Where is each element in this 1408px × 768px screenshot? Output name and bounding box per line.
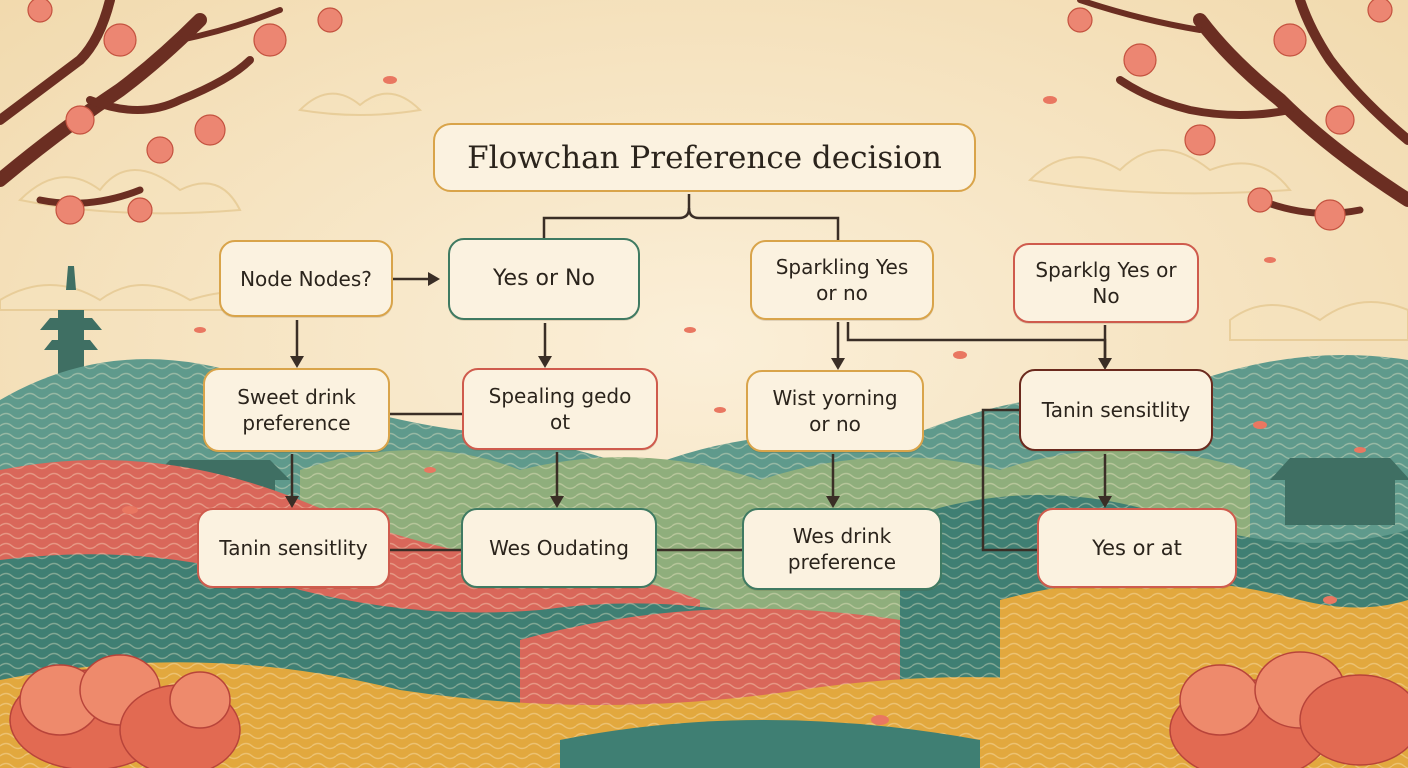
node-node-nodes: Node Nodes?: [219, 240, 393, 317]
node-tanin-sensitlity-right: Tanin sensitlity: [1019, 369, 1213, 451]
node-wes-oudating: Wes Oudating: [461, 508, 657, 588]
peony-flower-right: [1169, 651, 1408, 768]
diagram-title-box: Flowchan Preference decision: [433, 123, 976, 192]
diagram-title: Flowchan Preference decision: [467, 139, 942, 176]
node-spealing-gedo-ot: Spealing gedo ot: [462, 368, 658, 450]
cherry-blossoms: [27, 0, 1393, 231]
cherry-branch-right: [1077, 0, 1408, 217]
node-yes-or-no: Yes or No: [448, 238, 640, 320]
cherry-branch-left: [0, 0, 283, 207]
node-tanin-sensitlity-left: Tanin sensitlity: [197, 508, 390, 588]
flow-connectors: [290, 194, 1107, 552]
hill-teal-front: [560, 720, 980, 768]
peony-flower-left: [9, 654, 241, 768]
node-sparklg-yes-or-no: Sparklg Yes or No: [1013, 243, 1199, 323]
falling-petals: [122, 76, 1366, 725]
node-sparkling-yes-or-no: Sparkling Yes or no: [750, 240, 934, 320]
node-sweet-drink-preference: Sweet drink preference: [203, 368, 390, 452]
node-wes-drink-preference: Wes drink preference: [742, 508, 942, 590]
node-yes-or-at: Yes or at: [1037, 508, 1237, 588]
node-wist-yorning-or-no: Wist yorning or no: [746, 370, 924, 452]
arrowheads: [285, 272, 1112, 508]
pagoda-silhouette: [40, 266, 102, 380]
